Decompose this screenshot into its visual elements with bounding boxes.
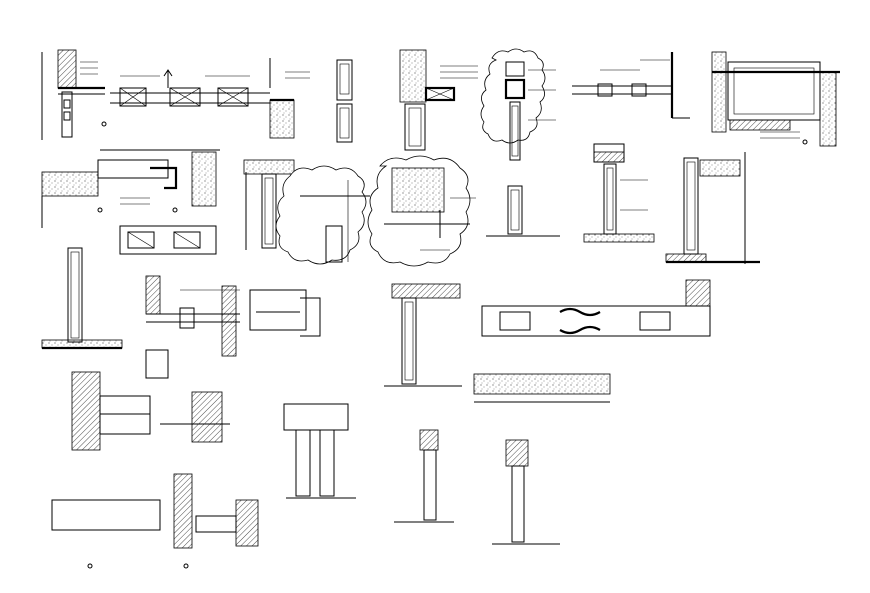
detail-08: [711, 51, 840, 147]
detail-11: [275, 155, 476, 267]
detail-05: [399, 49, 478, 151]
detail-13: [583, 143, 655, 243]
detail-16: [145, 275, 321, 379]
detail-15: [41, 225, 217, 350]
detail-02: [110, 69, 270, 107]
detail-03: [269, 58, 310, 139]
detail-12: [486, 185, 560, 237]
detail-06: [480, 48, 556, 161]
detail-18: [51, 371, 611, 569]
detail-10: [243, 159, 295, 250]
detail-09: [41, 149, 220, 228]
detail-17: [384, 279, 711, 387]
detail-14: [665, 152, 760, 264]
detail-01: [41, 49, 107, 140]
detail-04: [336, 59, 353, 143]
detail-07: [572, 52, 690, 119]
